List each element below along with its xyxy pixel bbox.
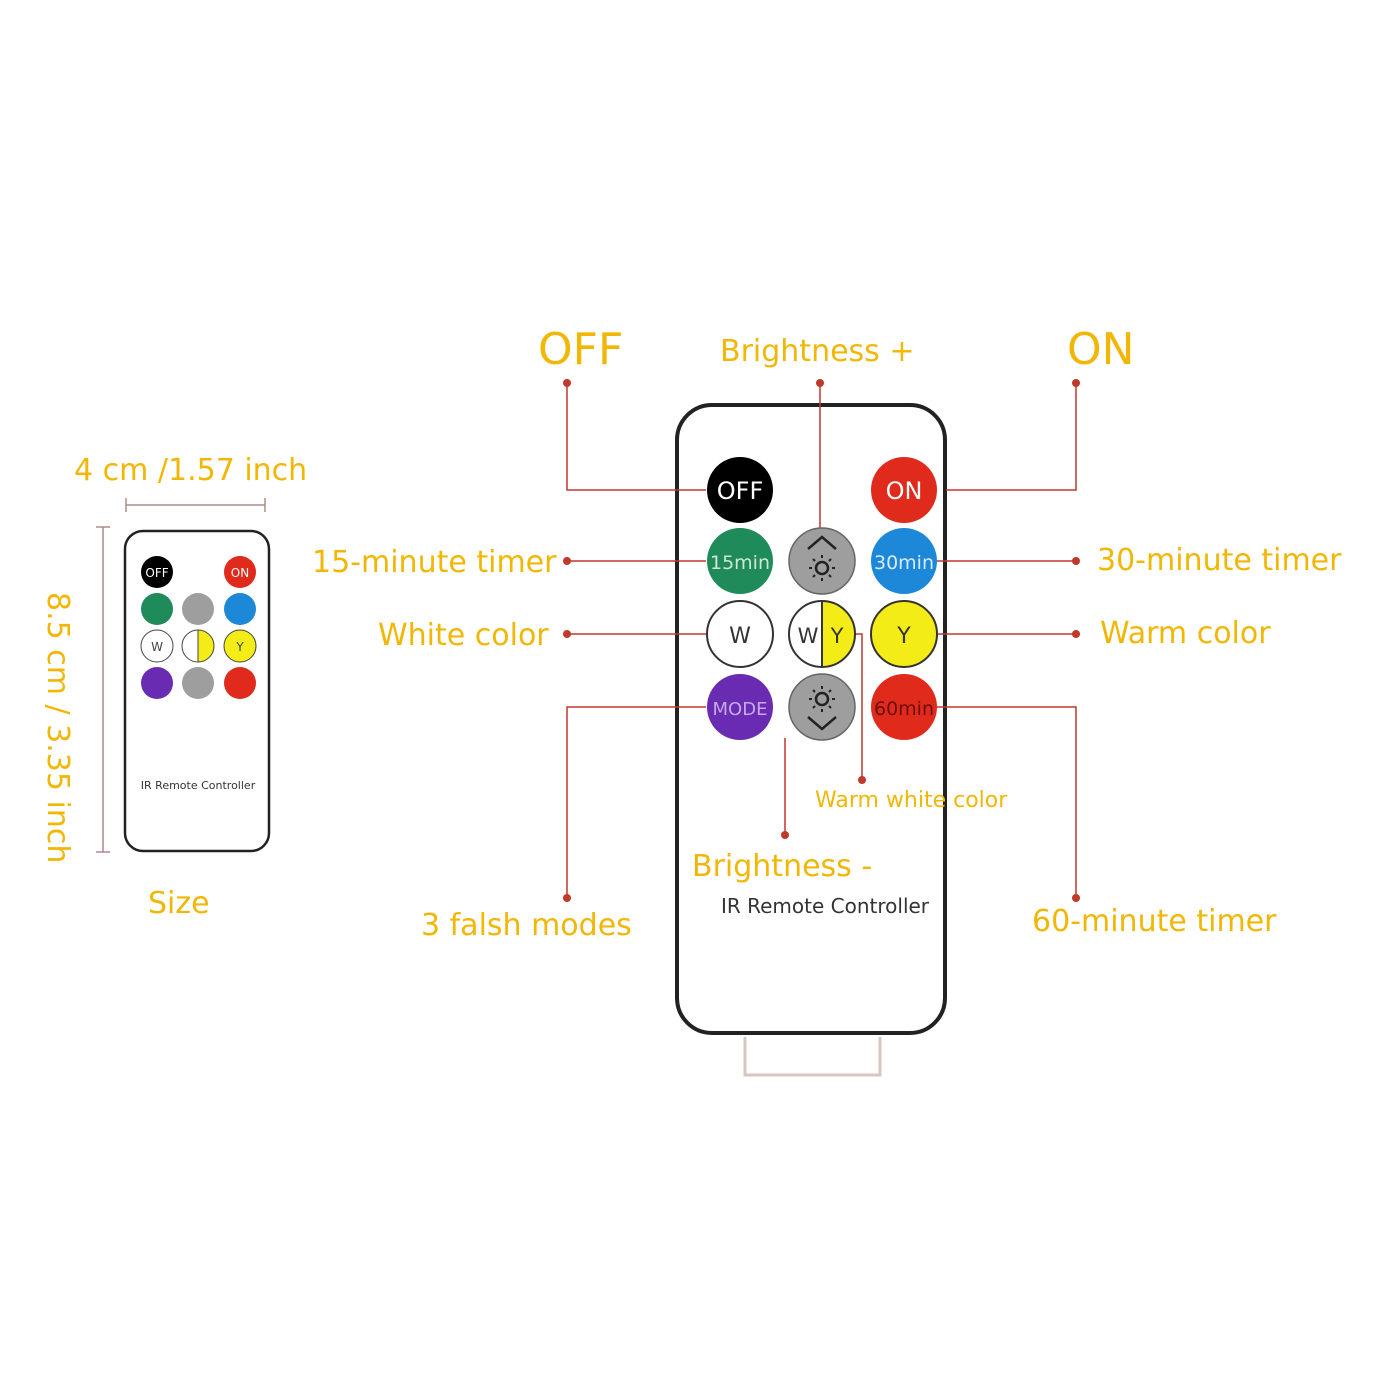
leader-dots <box>563 379 1080 902</box>
btn-off[interactable]: OFF <box>707 457 773 523</box>
btn-30min-label: 30min <box>874 552 934 574</box>
size-width-label: 4 cm /1.57 inch <box>74 453 308 488</box>
brightness-down-icon <box>807 686 837 731</box>
btn-mode-label: MODE <box>713 699 768 720</box>
btn-15min[interactable]: 15min <box>707 528 773 594</box>
small-remote-buttons: OFF ON W Y <box>140 556 257 699</box>
label-warm-color: Warm color <box>1100 616 1271 651</box>
btn-yellow[interactable]: Y <box>870 600 938 668</box>
label-off: OFF <box>538 324 624 375</box>
btn-white-label: W <box>729 624 751 649</box>
label-brightness-minus: Brightness - <box>692 849 873 884</box>
btn-white[interactable]: W <box>706 600 774 668</box>
height-dimension <box>96 526 110 853</box>
btn-mode[interactable]: MODE <box>707 674 773 740</box>
btn-brightness-down[interactable] <box>788 673 856 741</box>
size-height-label: 8.5 cm / 3.35 inch <box>40 592 75 864</box>
btn-off-label: OFF <box>717 477 764 505</box>
label-60-minute-timer: 60-minute timer <box>1032 904 1277 939</box>
btn-30min[interactable]: 30min <box>871 528 937 594</box>
label-15-minute-timer: 15-minute timer <box>312 545 557 580</box>
btn-brightness-up[interactable] <box>788 527 856 595</box>
remote-stand <box>743 1037 882 1077</box>
remote-caption: IR Remote Controller <box>721 894 930 918</box>
small-btn-off-label: OFF <box>145 566 168 580</box>
label-3-flash-modes: 3 falsh modes <box>421 908 632 943</box>
size-caption: Size <box>148 886 210 921</box>
btn-60min-label: 60min <box>874 698 934 720</box>
small-btn-w-label: W <box>151 640 163 654</box>
btn-yellow-label: Y <box>896 624 911 649</box>
btn-on[interactable]: ON <box>871 457 937 523</box>
small-btn-on-label: ON <box>231 566 249 580</box>
btn-warm-white[interactable]: W Y <box>788 600 856 668</box>
btn-on-label: ON <box>886 477 923 505</box>
width-dimension <box>125 498 266 512</box>
label-on: ON <box>1067 324 1135 375</box>
label-brightness-plus: Brightness + <box>720 334 915 369</box>
small-remote-caption: IR Remote Controller <box>141 779 256 792</box>
btn-60min[interactable]: 60min <box>871 674 937 740</box>
btn-warm-white-y: Y <box>830 624 844 648</box>
brightness-up-icon <box>807 535 837 581</box>
label-30-minute-timer: 30-minute timer <box>1097 543 1342 578</box>
label-white-color: White color <box>378 618 549 653</box>
label-warm-white-color: Warm white color <box>815 788 1008 813</box>
btn-15min-label: 15min <box>710 552 770 574</box>
btn-warm-white-w: W <box>798 624 819 648</box>
small-btn-y-label: Y <box>235 640 244 654</box>
